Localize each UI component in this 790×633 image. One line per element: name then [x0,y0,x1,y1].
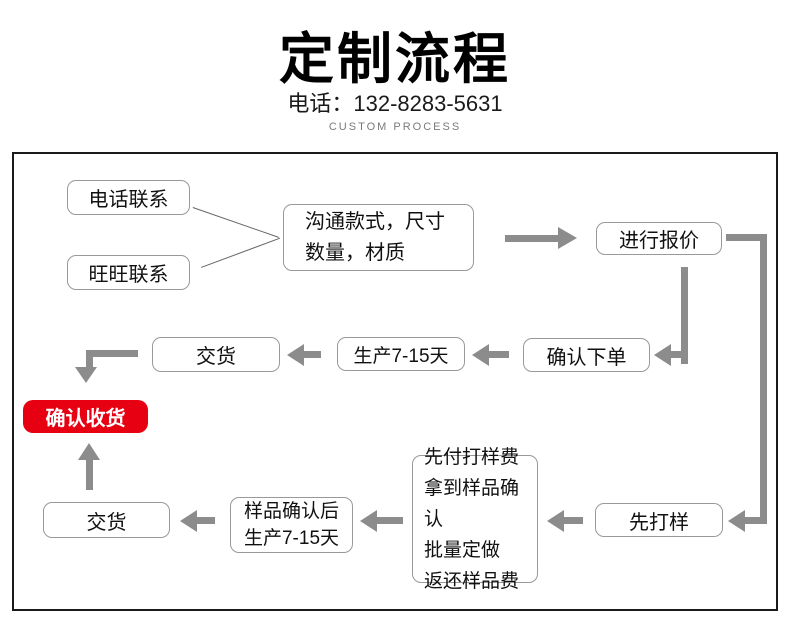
arrow-left-icon [180,510,197,532]
flow-node-first-sample: 先打样 [595,503,723,537]
page-subtitle: CUSTOM PROCESS [328,121,462,133]
flow-node-label: 电话联系 [88,189,169,211]
flow-node-label: 先打样 [629,511,689,534]
flow-node-label: 进行报价 [619,230,699,252]
flow-node-production-top: 生产7-15天 [337,337,465,371]
phone-number: 电话：132-8283-5631 [287,91,503,116]
connector-line [563,517,583,524]
connector-line [196,517,215,524]
arrow-left-icon [728,510,745,532]
arrow-down-icon [75,367,97,383]
connector-line [671,351,683,358]
connector-line [505,235,558,242]
connector-line [681,267,688,364]
flow-node-discuss-style: 沟通款式，尺寸 数量，材质 [283,204,474,271]
flow-node-label: 交货 [196,346,236,368]
connector-line [86,350,138,357]
connector-line [376,517,403,524]
flow-node-line: 数量，材质 [305,241,405,264]
arrow-left-icon [547,510,564,532]
flow-node-label: 确认收货 [45,408,126,430]
flow-node-label: 生产7-15天 [353,345,449,367]
flow-node-phone-contact: 电话联系 [67,180,190,215]
flow-node-line: 返还样品费 [424,570,520,592]
flow-node-delivery-top: 交货 [152,337,280,372]
connector-line [86,350,93,368]
flow-node-wangwang-contact: 旺旺联系 [67,255,190,290]
page-title: 定制流程 [278,28,511,90]
flow-node-confirm-receipt: 确认收货 [23,400,148,433]
connector-line [726,234,767,241]
flow-node-quote: 进行报价 [596,222,722,255]
flow-node-label: 交货 [86,511,127,534]
flow-node-line: 样品确认后 [243,501,339,522]
arrow-left-icon [360,510,377,532]
arrow-left-icon [654,344,671,366]
flow-node-confirm-order: 确认下单 [523,338,650,372]
flow-node-delivery-bottom: 交货 [43,502,170,538]
flow-node-sample-confirm: 样品确认后 生产7-15天 [230,497,353,553]
flow-node-label: 确认下单 [546,346,627,369]
arrow-up-icon [78,443,100,460]
flow-node-line: 生产7-15天 [243,528,340,549]
flow-node-sample-fee: 先付打样费 拿到样品确认 批量定做 返还样品费 [412,447,538,592]
arrow-right-icon [558,227,577,249]
connector-line [86,459,93,490]
connector-line [760,234,767,524]
connector-line [488,351,509,358]
arrow-left-icon [472,344,489,366]
connector-line [303,351,321,358]
flow-node-line: 先付打样费 [424,446,520,468]
flow-node-line: 沟通款式，尺寸 [305,210,445,233]
flow-node-line: 拿到样品确认 [424,477,520,530]
flow-node-label: 旺旺联系 [88,264,169,286]
arrow-left-icon [287,344,304,366]
connector-line [744,517,760,524]
flow-node-line: 批量定做 [424,539,501,561]
